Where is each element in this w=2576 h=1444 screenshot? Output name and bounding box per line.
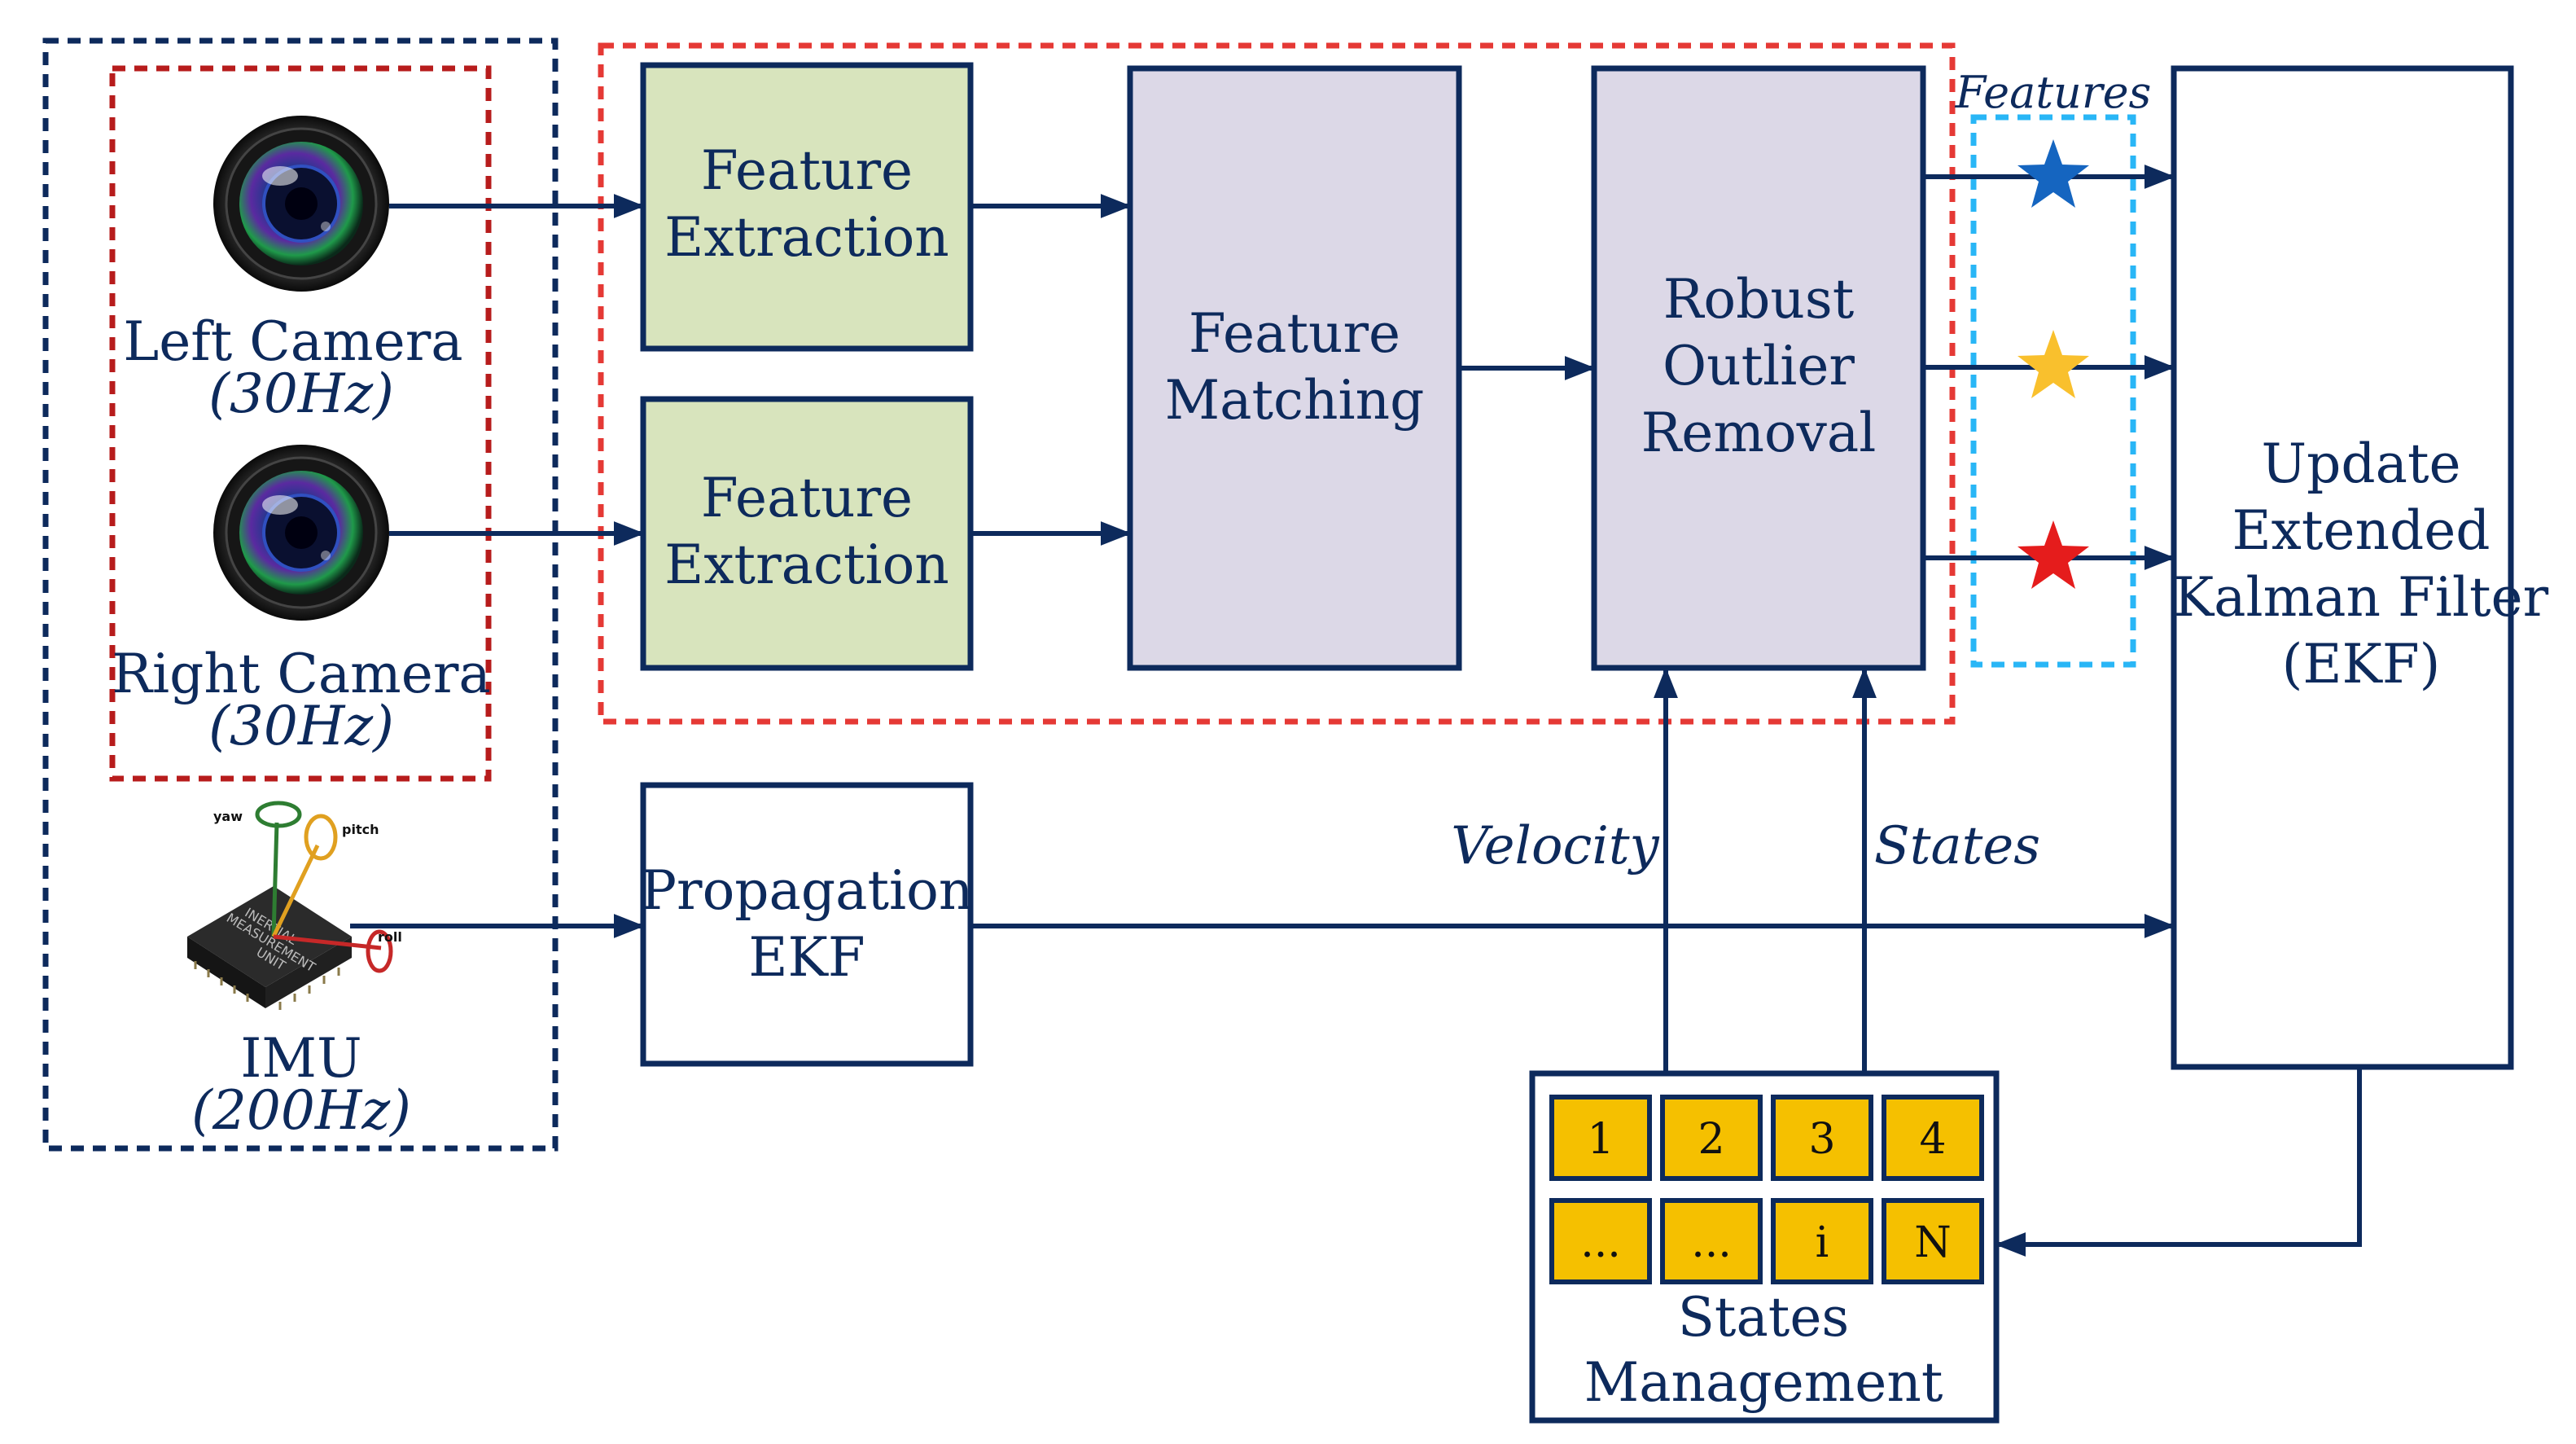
imu-axis-roll: roll (378, 929, 402, 945)
update-ekf-line3: Kalman Filter (2174, 566, 2549, 629)
propagation-ekf-line1: Propagation (641, 859, 974, 922)
imu-axis-yaw: yaw (213, 809, 243, 824)
arrow-update-to-states (1995, 1069, 2362, 1257)
state-slot-label: N (1914, 1218, 1952, 1267)
state-slot (1882, 1198, 1984, 1284)
state-slot-label: i (1816, 1218, 1829, 1267)
state-slot-label: 3 (1808, 1115, 1835, 1164)
right-camera-rate: (30Hz) (208, 695, 394, 757)
imu-chip-icon: INERTIAL MEASUREMENT UNIT yaw pitch roll (187, 801, 402, 1010)
state-slot-label: 2 (1698, 1115, 1724, 1164)
state-slot (1660, 1095, 1763, 1181)
feature-star-blue-icon (2017, 139, 2089, 208)
update-ekf-line1: Update (2261, 432, 2460, 495)
velocity-label: Velocity (1451, 816, 1659, 876)
imu-label: IMU (240, 1027, 361, 1090)
feature-extraction-bottom-line1: Feature (701, 467, 913, 529)
state-slots-row2: ... ... i N (1549, 1198, 1984, 1284)
state-slot-label: ... (1580, 1218, 1621, 1267)
outlier-removal-block (1591, 65, 1926, 671)
right-camera-icon (213, 445, 389, 621)
states-management-line1: States (1678, 1286, 1850, 1349)
front-end-group-border (598, 42, 1956, 725)
outlier-removal-line2: Outlier (1663, 335, 1855, 397)
right-camera-label: Right Camera (112, 643, 490, 705)
feature-extraction-top-block (640, 62, 974, 352)
feature-extraction-top-line2: Extraction (664, 206, 949, 269)
states-management-line2: Management (1584, 1351, 1943, 1414)
update-ekf-block (2171, 65, 2514, 1070)
features-label: Features (1955, 67, 2152, 118)
state-slot (1771, 1198, 1873, 1284)
states-label: States (1874, 816, 2040, 876)
update-ekf-line2: Extended (2232, 499, 2490, 562)
feature-extraction-bottom-line2: Extraction (664, 533, 949, 596)
sensor-group-border (42, 37, 559, 1152)
feature-matching-line1: Feature (1189, 302, 1400, 365)
outlier-removal-line3: Removal (1641, 402, 1877, 464)
feature-extraction-top-line1: Feature (701, 139, 913, 202)
state-slot (1660, 1198, 1763, 1284)
propagation-ekf-block (640, 782, 974, 1067)
left-camera-icon (213, 116, 389, 292)
update-ekf-line4: (EKF) (2282, 633, 2441, 696)
state-slots-row1: 1 2 3 4 (1549, 1095, 1984, 1181)
feature-star-red-icon (2017, 520, 2089, 589)
imu-axis-pitch: pitch (342, 822, 379, 837)
left-camera-rate: (30Hz) (208, 362, 394, 425)
feature-star-yellow-icon (2017, 330, 2089, 398)
state-slot-label: ... (1691, 1218, 1732, 1267)
left-camera-label: Left Camera (123, 310, 462, 373)
imu-rate: (200Hz) (191, 1079, 411, 1142)
camera-group-border (109, 65, 492, 782)
state-slot-label: 1 (1587, 1115, 1614, 1164)
state-slot (1882, 1095, 1984, 1181)
outlier-removal-line1: Robust (1663, 268, 1855, 331)
feature-matching-block (1127, 65, 1462, 671)
state-slot-label: 4 (1919, 1115, 1946, 1164)
feature-matching-line2: Matching (1165, 369, 1425, 432)
state-slot (1771, 1095, 1873, 1181)
features-group-border (1970, 114, 2136, 668)
propagation-ekf-line2: EKF (748, 926, 865, 989)
state-slot (1549, 1198, 1652, 1284)
feature-extraction-bottom-block (640, 396, 974, 671)
state-slot (1549, 1095, 1652, 1181)
